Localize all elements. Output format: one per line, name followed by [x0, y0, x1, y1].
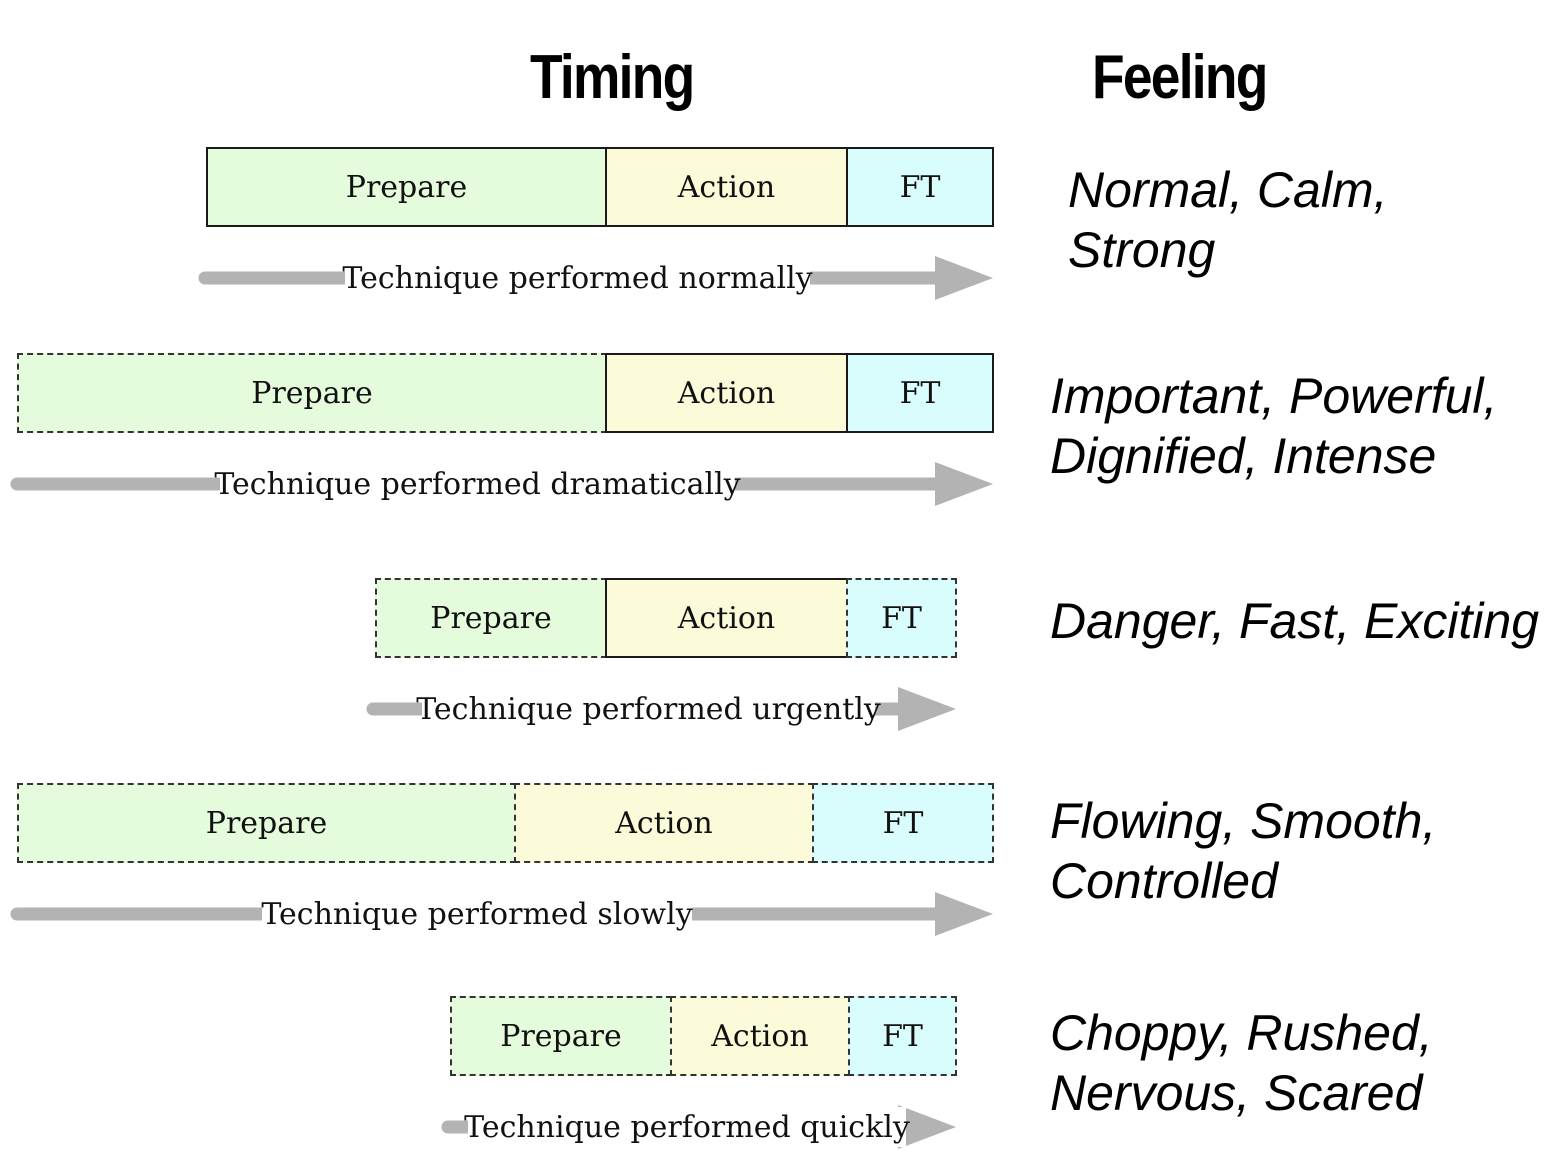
caption-normally: Technique performed normally	[342, 258, 813, 298]
caption-urgently: Technique performed urgently	[416, 689, 881, 729]
feeling-line: Choppy, Rushed,	[1050, 1005, 1433, 1061]
prepare-segment: Prepare	[17, 353, 607, 433]
arrow-head	[898, 1105, 956, 1149]
action-segment: Action	[670, 996, 850, 1076]
ft-segment: FT	[846, 353, 994, 433]
feeling-header: Feeling	[1092, 43, 1268, 112]
prepare-segment: Prepare	[206, 147, 607, 227]
arrow-head	[935, 462, 993, 506]
arrow-head	[898, 687, 956, 731]
arrow-head	[935, 256, 993, 300]
caption-slowly: Technique performed slowly	[261, 894, 693, 934]
feeling-line: Important, Powerful,	[1050, 368, 1498, 424]
caption-quickly: Technique performed quickly	[464, 1107, 910, 1147]
caption-dramatically: Technique performed dramatically	[214, 464, 741, 504]
ft-segment: FT	[846, 147, 994, 227]
prepare-segment: Prepare	[450, 996, 672, 1076]
arrow-head	[935, 892, 993, 936]
action-segment: Action	[605, 578, 848, 658]
feeling-danger: Danger, Fast, Exciting	[1050, 591, 1539, 651]
feeling-line: Controlled	[1050, 853, 1278, 909]
feeling-flowing: Flowing, Smooth, Controlled	[1050, 791, 1436, 911]
prepare-segment: Prepare	[375, 578, 607, 658]
prepare-segment: Prepare	[17, 783, 516, 863]
ft-segment: FT	[846, 578, 957, 658]
feeling-choppy: Choppy, Rushed, Nervous, Scared	[1050, 1003, 1433, 1123]
feeling-important: Important, Powerful, Dignified, Intense	[1050, 366, 1497, 486]
feeling-line: Strong	[1068, 222, 1216, 278]
action-segment: Action	[514, 783, 814, 863]
feeling-line: Dignified, Intense	[1050, 428, 1437, 484]
ft-segment: FT	[848, 996, 957, 1076]
action-segment: Action	[605, 353, 848, 433]
timing-header: Timing	[530, 43, 695, 112]
feeling-line: Nervous, Scared	[1050, 1065, 1423, 1121]
feeling-line: Danger, Fast, Exciting	[1050, 593, 1540, 649]
feeling-line: Normal, Calm,	[1068, 162, 1388, 218]
feeling-line: Flowing, Smooth,	[1050, 793, 1437, 849]
feeling-normal: Normal, Calm, Strong	[1068, 160, 1387, 280]
action-segment: Action	[605, 147, 848, 227]
ft-segment: FT	[812, 783, 994, 863]
